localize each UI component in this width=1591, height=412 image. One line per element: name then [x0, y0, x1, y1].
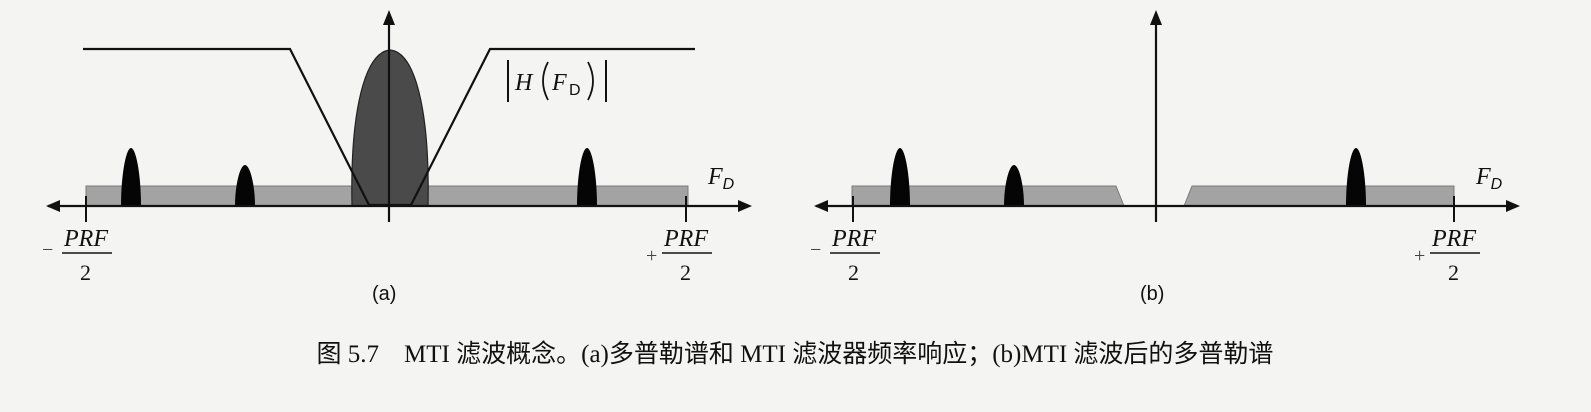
svg-text:PRF: PRF [831, 226, 876, 252]
left-edge-label: − PRF 2 [810, 226, 880, 285]
svg-text:PRF: PRF [63, 226, 108, 252]
target-spike [1004, 165, 1024, 206]
svg-text:+: + [1414, 245, 1425, 267]
svg-text:2: 2 [80, 260, 91, 285]
svg-text:PRF: PRF [1431, 226, 1476, 252]
axis-label: FD [707, 164, 735, 193]
svg-text:2: 2 [848, 260, 859, 285]
target-spike [121, 148, 141, 206]
right-edge-label: + PRF 2 [646, 226, 712, 285]
y-axis-arrow [383, 10, 395, 25]
target-spike [235, 165, 255, 206]
svg-text:2: 2 [1448, 260, 1459, 285]
left-edge-label: − PRF 2 [42, 226, 112, 285]
y-axis-arrow [1150, 10, 1162, 25]
svg-text:H: H [514, 70, 534, 96]
x-axis-left-arrow [814, 200, 828, 212]
panel-a: FD H F D − PRF 2 + PRF 2 (a) [42, 10, 752, 305]
axis-label: FD [1475, 164, 1503, 193]
svg-text:2: 2 [680, 260, 691, 285]
svg-text:−: − [42, 239, 53, 261]
svg-text:−: − [810, 239, 821, 261]
right-edge-label: + PRF 2 [1414, 226, 1480, 285]
svg-text:+: + [646, 245, 657, 267]
panel-b-label: (b) [1140, 283, 1164, 305]
panel-b: FD − PRF 2 + PRF 2 (b) [810, 10, 1520, 305]
target-spike [577, 148, 597, 206]
filter-response-label: H F D [507, 60, 607, 102]
figure-caption: 图 5.7 MTI 滤波概念。(a)多普勒谱和 MTI 滤波器频率响应；(b)M… [317, 340, 1274, 368]
clutter-band-right [1183, 185, 1455, 207]
x-axis-right-arrow [1506, 200, 1520, 212]
target-spike [890, 148, 910, 206]
x-axis-right-arrow [738, 200, 752, 212]
svg-text:D: D [569, 82, 581, 99]
x-axis-left-arrow [46, 200, 60, 212]
panel-a-label: (a) [372, 283, 396, 305]
svg-text:F: F [551, 70, 567, 96]
target-spike [1346, 148, 1366, 206]
svg-text:PRF: PRF [663, 226, 708, 252]
